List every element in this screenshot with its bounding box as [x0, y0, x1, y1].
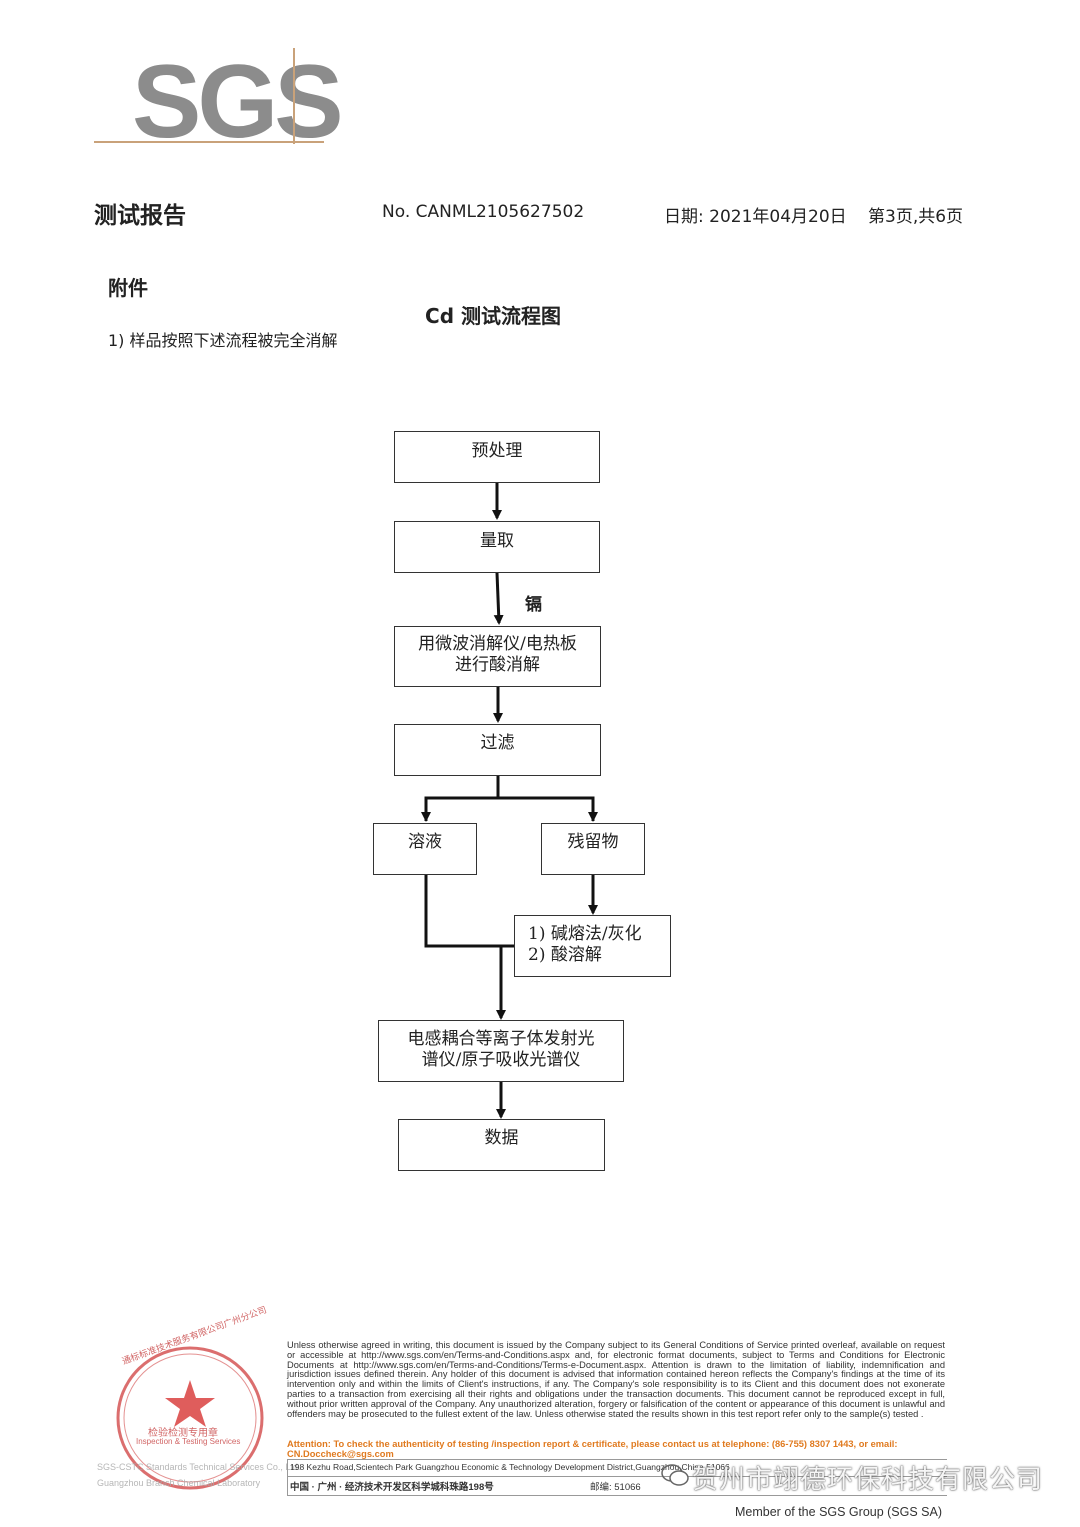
authenticity-attention: Attention: To check the authenticity of …: [287, 1439, 898, 1459]
cadmium-label: 镉: [525, 595, 542, 615]
logo-rule-horizontal: [94, 141, 324, 143]
step-solution: 溶液: [373, 823, 477, 875]
sgs-group-member: Member of the SGS Group (SGS SA): [735, 1505, 943, 1519]
seal-mid-text: 检验检测专用章: [148, 1428, 218, 1439]
report-number: No. CANML2105627502: [382, 202, 585, 222]
arrow-measure-to-digest: [493, 572, 504, 625]
company-seal: [116, 1346, 264, 1490]
appendix-label: 附件: [108, 276, 148, 300]
step-icp-aas: 电感耦合等离子体发射光 谱仪/原子吸收光谱仪: [378, 1020, 624, 1082]
footer-rule-bottom: [287, 1495, 947, 1496]
seal-star-icon: [165, 1380, 215, 1427]
footer-rule-top: [287, 1459, 947, 1460]
legal-disclaimer: Unless otherwise agreed in writing, this…: [287, 1340, 945, 1419]
logo-rule-vertical: [293, 48, 295, 144]
line-solution-merge: [424, 875, 514, 948]
report-title: 测试报告: [94, 203, 186, 229]
page-indicator: 第3页,共6页: [868, 207, 964, 227]
seal-side-text-2: Guangzhou Branch Chemical Laboratory: [97, 1478, 261, 1488]
step-filter: 过滤: [394, 724, 601, 776]
wechat-watermark-icon: [661, 1464, 689, 1486]
digestion-note: 1) 样品按照下述流程被完全消解: [108, 331, 338, 350]
report-date: 日期: 2021年04月20日: [664, 207, 847, 227]
flowchart-title: Cd 测试流程图: [425, 304, 561, 328]
split-line-filter: [424, 776, 500, 821]
step-pretreatment: 预处理: [394, 431, 600, 483]
postcode-chinese: 邮编: 51066: [590, 1482, 641, 1493]
step-fusion-ashing: 1) 碱熔法/灰化 2) 酸溶解: [514, 915, 671, 977]
step-residue: 残留物: [541, 823, 645, 875]
step-acid-digestion: 用微波消解仪/电热板 进行酸消解: [394, 626, 601, 687]
seal-en-text: Inspection & Testing Services: [136, 1437, 241, 1446]
sgs-logo: SGS: [132, 44, 344, 160]
seal-side-text-1: SGS-CSTC Standards Technical Services Co…: [97, 1462, 301, 1472]
step-measure: 量取: [394, 521, 600, 573]
footer-rule-vertical: [287, 1460, 288, 1496]
address-chinese: 中国 · 广州 · 经济技术开发区科学城科珠路198号: [290, 1482, 494, 1493]
address-english: 198 Kezhu Road,Scientech Park Guangzhou …: [290, 1462, 730, 1472]
footer-rule-middle: [287, 1476, 947, 1477]
split-line-residue: [498, 796, 595, 821]
company-watermark: 贺州市翊德环保科技有限公司: [692, 1465, 1044, 1495]
step-data: 数据: [398, 1119, 605, 1171]
